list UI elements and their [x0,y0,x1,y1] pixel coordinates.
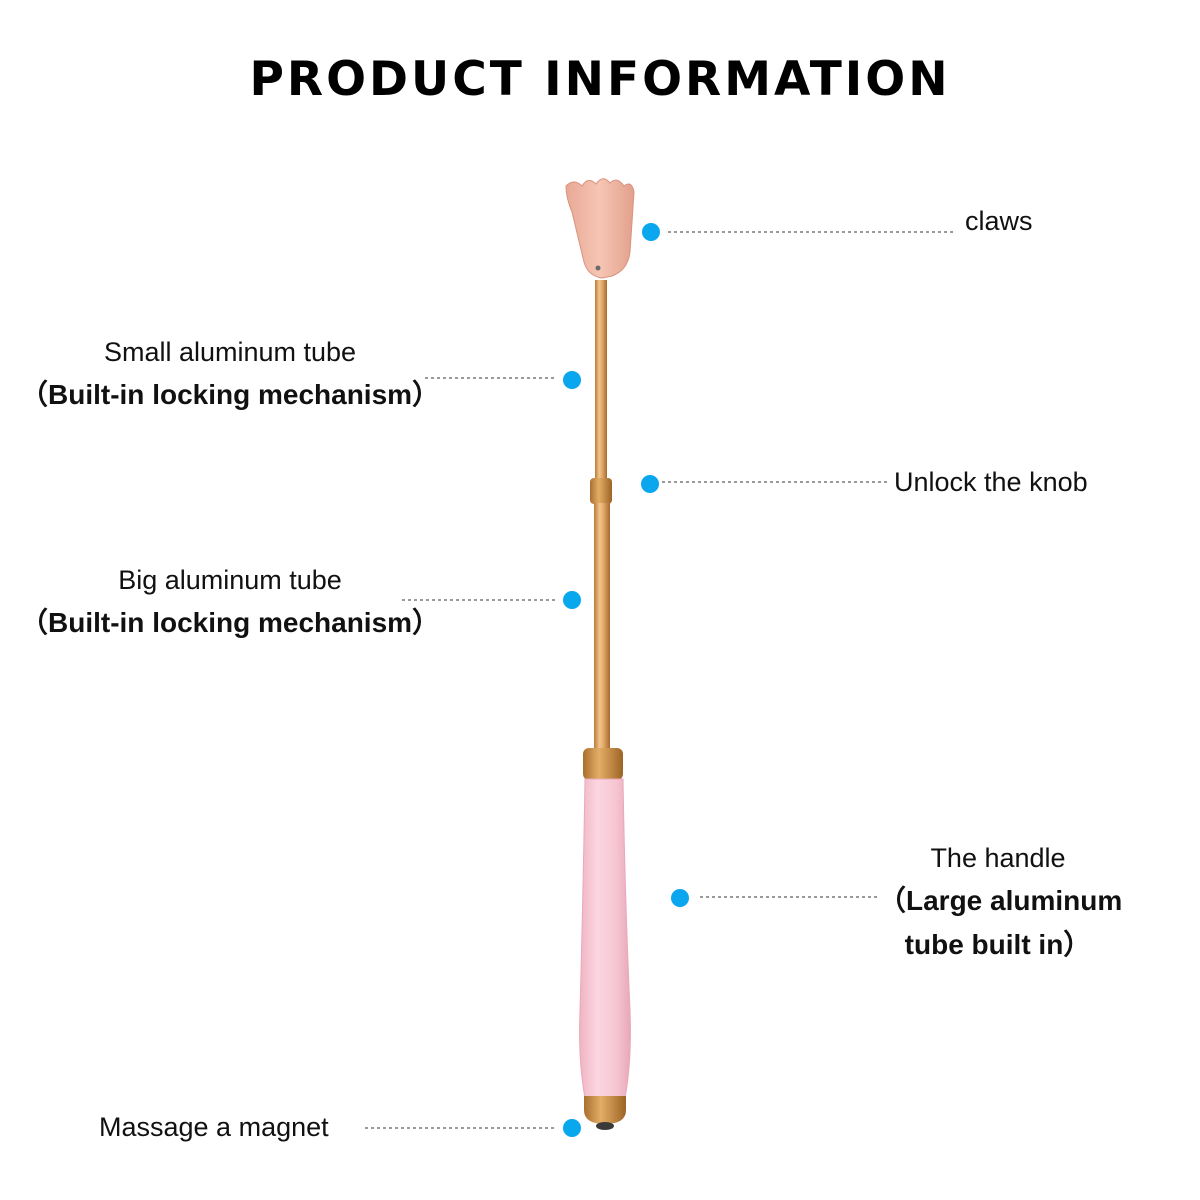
knob-label: Unlock the knob [894,467,1088,497]
claws-label: claws [965,206,1033,236]
big-aluminum-tube [594,503,610,749]
page-title: PRODUCT INFORMATION [249,52,951,107]
magnet [596,1122,614,1130]
magnet-label: Massage a magnet [99,1112,329,1142]
handle [579,778,631,1099]
unlock-knob [590,478,612,504]
claw-head [565,178,635,279]
big-tube-marker-dot [563,591,581,609]
handle-detail-line1: （Large aluminum [878,885,1123,917]
handle-detail-line2: tube built in） [904,928,1092,960]
small-aluminum-tube [595,280,607,480]
big-tube-callout: Big aluminum tube （Built-in locking mech… [20,564,440,640]
small-tube-label: Small aluminum tube [103,337,357,367]
big-tube-detail: （Built-in locking mechanism） [20,607,441,639]
claws-marker-dot [642,223,660,241]
small-tube-detail: （Built-in locking mechanism） [20,379,441,411]
big-tube-label: Big aluminum tube [118,565,342,595]
handle-marker-dot [671,889,689,907]
magnet-marker-dot [563,1119,581,1137]
handle-callout: The handle （Large aluminum tube built in… [878,842,1123,962]
small-tube-marker-dot [563,371,581,389]
handle-label: The handle [930,843,1066,873]
knob-marker-dot [641,475,659,493]
handle-bottom-cap [584,1096,626,1124]
handle-top-cap [583,748,623,780]
small-tube-callout: Small aluminum tube （Built-in locking me… [20,336,440,412]
